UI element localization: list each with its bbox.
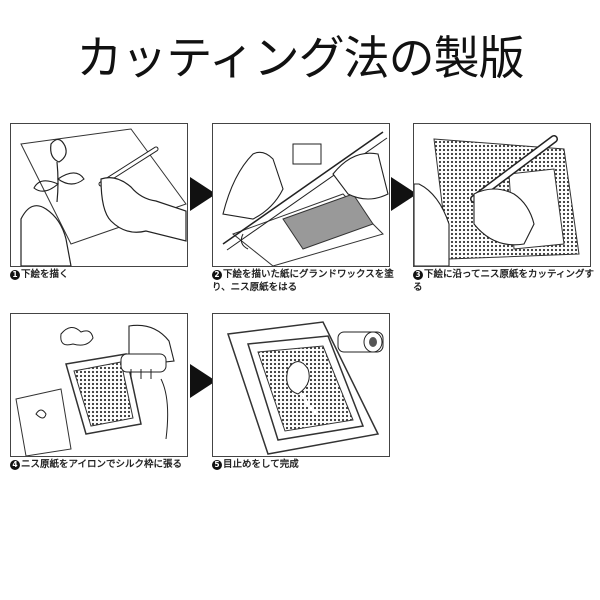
step-caption-text: 下絵に沿ってニス原紙をカッティングする	[413, 269, 594, 293]
step-number-badge: 4	[10, 460, 20, 470]
step-caption-text: 目止めをして完成	[223, 459, 299, 470]
step-5-illustration	[212, 313, 390, 457]
step-1-illustration	[10, 123, 188, 267]
step-number-badge: 2	[212, 270, 222, 280]
step-caption-text: 下絵を描いた紙にグランドワックスを塗り、ニス原紙をはる	[212, 269, 394, 293]
step-4-illustration	[10, 313, 188, 457]
cutting-varnish-paper-image	[414, 135, 580, 266]
drawing-sketch-image	[20, 128, 187, 266]
step-3-illustration	[413, 123, 591, 267]
arrow-right-icon	[391, 177, 417, 211]
step-number-badge: 3	[413, 270, 423, 280]
finished-screen-frame-image	[226, 321, 384, 455]
arrow-right-icon	[190, 177, 216, 211]
arrow-right-icon	[190, 364, 216, 398]
ironing-onto-silk-frame-image	[15, 324, 175, 456]
wax-and-varnish-paper-image	[222, 131, 389, 266]
step-number-badge: 5	[212, 460, 222, 470]
step-caption-text: 下絵を描く	[21, 269, 69, 280]
step-number-badge: 1	[10, 270, 20, 280]
page-title: カッティング法の製版	[76, 31, 524, 85]
step-caption-text: ニス原紙をアイロンでシルク枠に張る	[21, 459, 183, 470]
step-2-illustration	[212, 123, 390, 267]
